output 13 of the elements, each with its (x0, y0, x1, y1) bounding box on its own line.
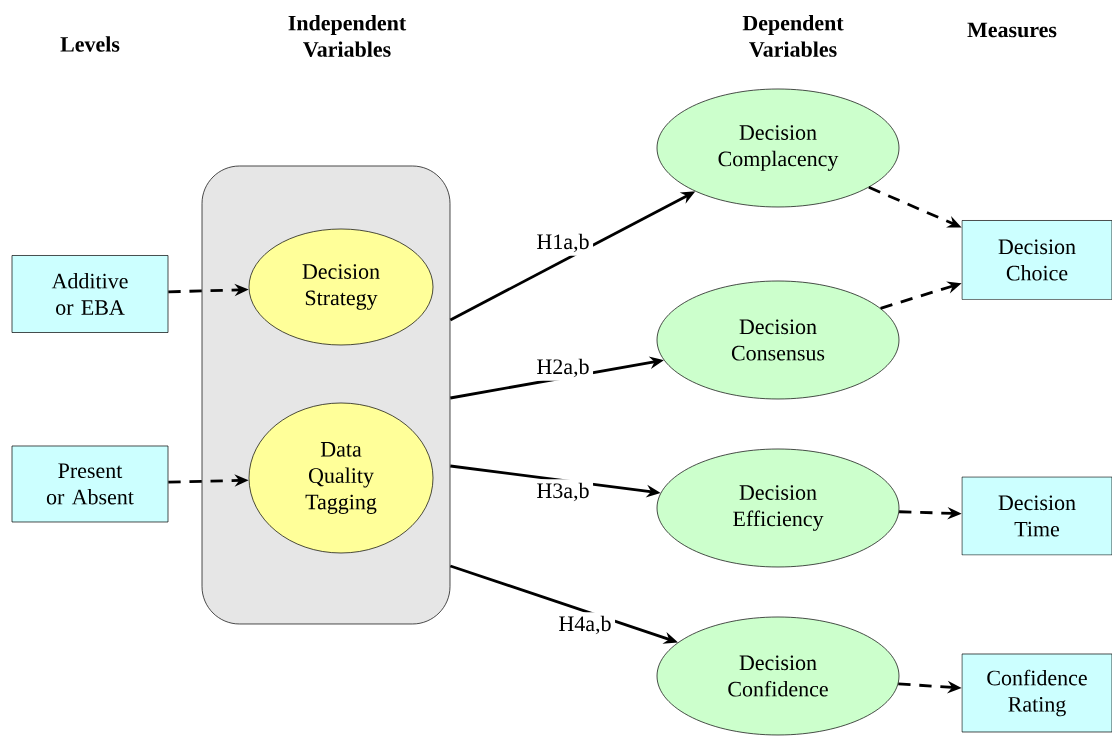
process-box: Decision Time (961, 476, 1112, 556)
process-box: Confidence Rating (961, 653, 1112, 733)
column-heading: Levels (60, 36, 120, 52)
edge-label: H1a,b (532, 230, 594, 256)
edge-label: H2a,b (532, 355, 594, 381)
column-heading: Measures (967, 22, 1057, 38)
process-box: Additive or EBA (11, 255, 169, 333)
process-box: Decision Choice (961, 220, 1112, 300)
edge-label: H4a,b (554, 612, 616, 638)
column-heading: Dependent Variables (742, 15, 844, 57)
process-box: Present or Absent (11, 445, 169, 523)
edge-label: H3a,b (532, 479, 594, 505)
column-heading: Independent Variables (288, 15, 407, 57)
